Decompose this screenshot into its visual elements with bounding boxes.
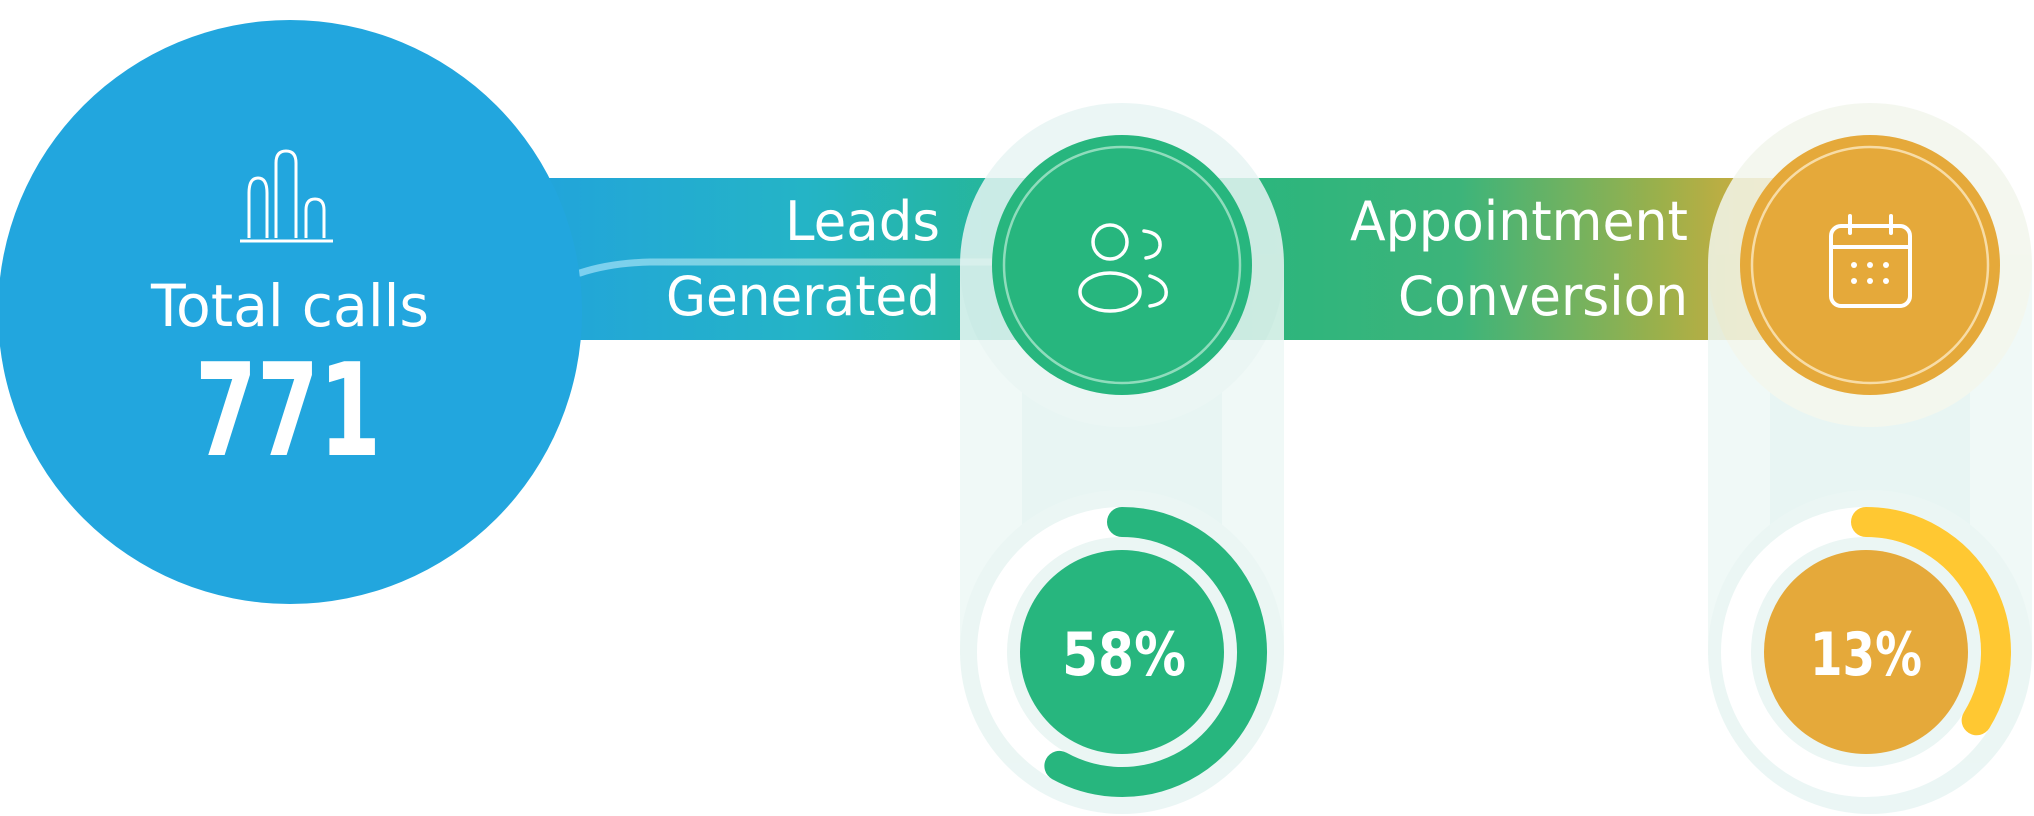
leads-gauge-arc: [1044, 507, 1267, 797]
total-calls-label: Total calls: [150, 272, 429, 340]
bar-chart-icon: [240, 149, 333, 243]
appointment-gauge: 13%: [1721, 507, 2011, 797]
appointment-gauge-arc: [1851, 507, 2011, 736]
total-calls-value: 771: [195, 337, 381, 486]
appointment-percent: 13%: [1810, 620, 1922, 690]
connector-band-right: [1200, 178, 1780, 340]
calendar-icon: [1829, 214, 1912, 308]
leads-node: [992, 135, 1252, 395]
leads-percent: 58%: [1062, 620, 1186, 690]
appointment-label-line2: Conversion: [1398, 265, 1688, 328]
appointment-label-line1: Appointment: [1350, 190, 1688, 253]
leads-gauge: 58%: [977, 507, 1267, 797]
users-icon: [1078, 223, 1168, 313]
leads-label-line2: Generated: [666, 265, 940, 328]
calendar-dots: [1851, 262, 1889, 284]
connector-line-left: [576, 258, 1044, 277]
leads-label-line1: Leads: [785, 190, 940, 253]
connector-band-left: [520, 178, 1044, 340]
appointment-node: [1740, 135, 2000, 395]
total-calls-node: Total calls 771: [0, 20, 582, 604]
